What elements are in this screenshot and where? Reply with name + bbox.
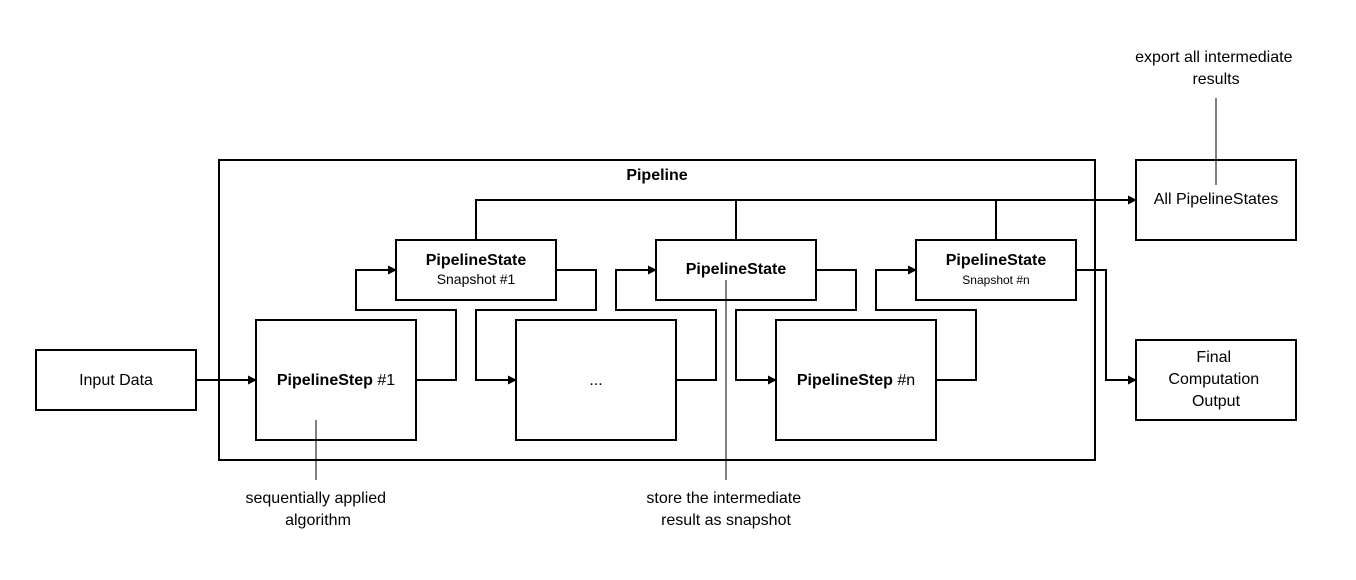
annotation-algorithm-line-2: algorithm xyxy=(285,512,351,529)
pipelinestep-middle-box xyxy=(515,319,677,441)
annotation-algorithm-line-1: sequentially applied xyxy=(246,490,387,507)
all-pipelinestates-label: All PipelineStates xyxy=(1154,191,1279,208)
annotation-snapshot-line-1: store the intermediate xyxy=(646,490,801,507)
pipelinestep-n-suffix: #n xyxy=(893,372,915,389)
pipelinestate-1-box xyxy=(395,239,557,301)
input-data-box xyxy=(35,349,197,411)
connector-export-bus xyxy=(475,195,1137,240)
pipelinestep-middle-label: ... xyxy=(589,372,602,389)
annotation-export: export all intermediate results xyxy=(1135,49,1297,88)
pipelinestep-n-name: PipelineStep xyxy=(797,372,893,389)
pipelinestate-middle-box xyxy=(655,239,817,301)
pipelinestep-1-label: PipelineStep #1 xyxy=(277,372,395,389)
pipelinestate-n-title: PipelineState xyxy=(946,252,1047,269)
final-output-label: Final Computation Output xyxy=(1168,349,1263,410)
pipelinestep-1-name: PipelineStep xyxy=(277,372,373,389)
annotation-export-line-2: results xyxy=(1192,71,1239,88)
pipelinestep-n-box xyxy=(775,319,937,441)
connector-middle-state-to-step-n xyxy=(735,269,857,385)
connector-step1-to-state1 xyxy=(355,265,457,381)
pipelinestep-1-suffix: #1 xyxy=(373,372,395,389)
pipeline-container xyxy=(218,159,1096,461)
input-data-label: Input Data xyxy=(79,372,153,389)
pipelinestate-n-subtitle: Snapshot #n xyxy=(962,273,1029,287)
connector-state1-to-middle-step xyxy=(475,269,597,385)
pipelinestate-middle-title: PipelineState xyxy=(686,261,787,278)
connector-middle-step-to-state xyxy=(615,265,717,381)
connector-state-n-to-final-output xyxy=(1076,269,1137,385)
final-output-line-3: Output xyxy=(1192,393,1241,410)
final-output-line-2: Computation xyxy=(1168,371,1259,388)
pipelinestate-1-title: PipelineState xyxy=(426,252,527,269)
pipelinestate-1-subtitle: Snapshot #1 xyxy=(437,271,516,287)
final-output-line-1: Final xyxy=(1196,349,1231,366)
pipelinestate-n-box xyxy=(915,239,1077,301)
annotation-algorithm: sequentially applied algorithm xyxy=(246,490,391,529)
connector-step-n-to-state-n xyxy=(875,265,977,381)
pipeline-title: Pipeline xyxy=(626,167,687,184)
annotation-snapshot: store the intermediate result as snapsho… xyxy=(646,490,805,529)
annotation-export-line-1: export all intermediate xyxy=(1135,49,1293,66)
annotation-snapshot-line-2: result as snapshot xyxy=(661,512,791,529)
final-output-box xyxy=(1135,339,1297,421)
pipelinestep-n-label: PipelineStep #n xyxy=(797,372,915,389)
